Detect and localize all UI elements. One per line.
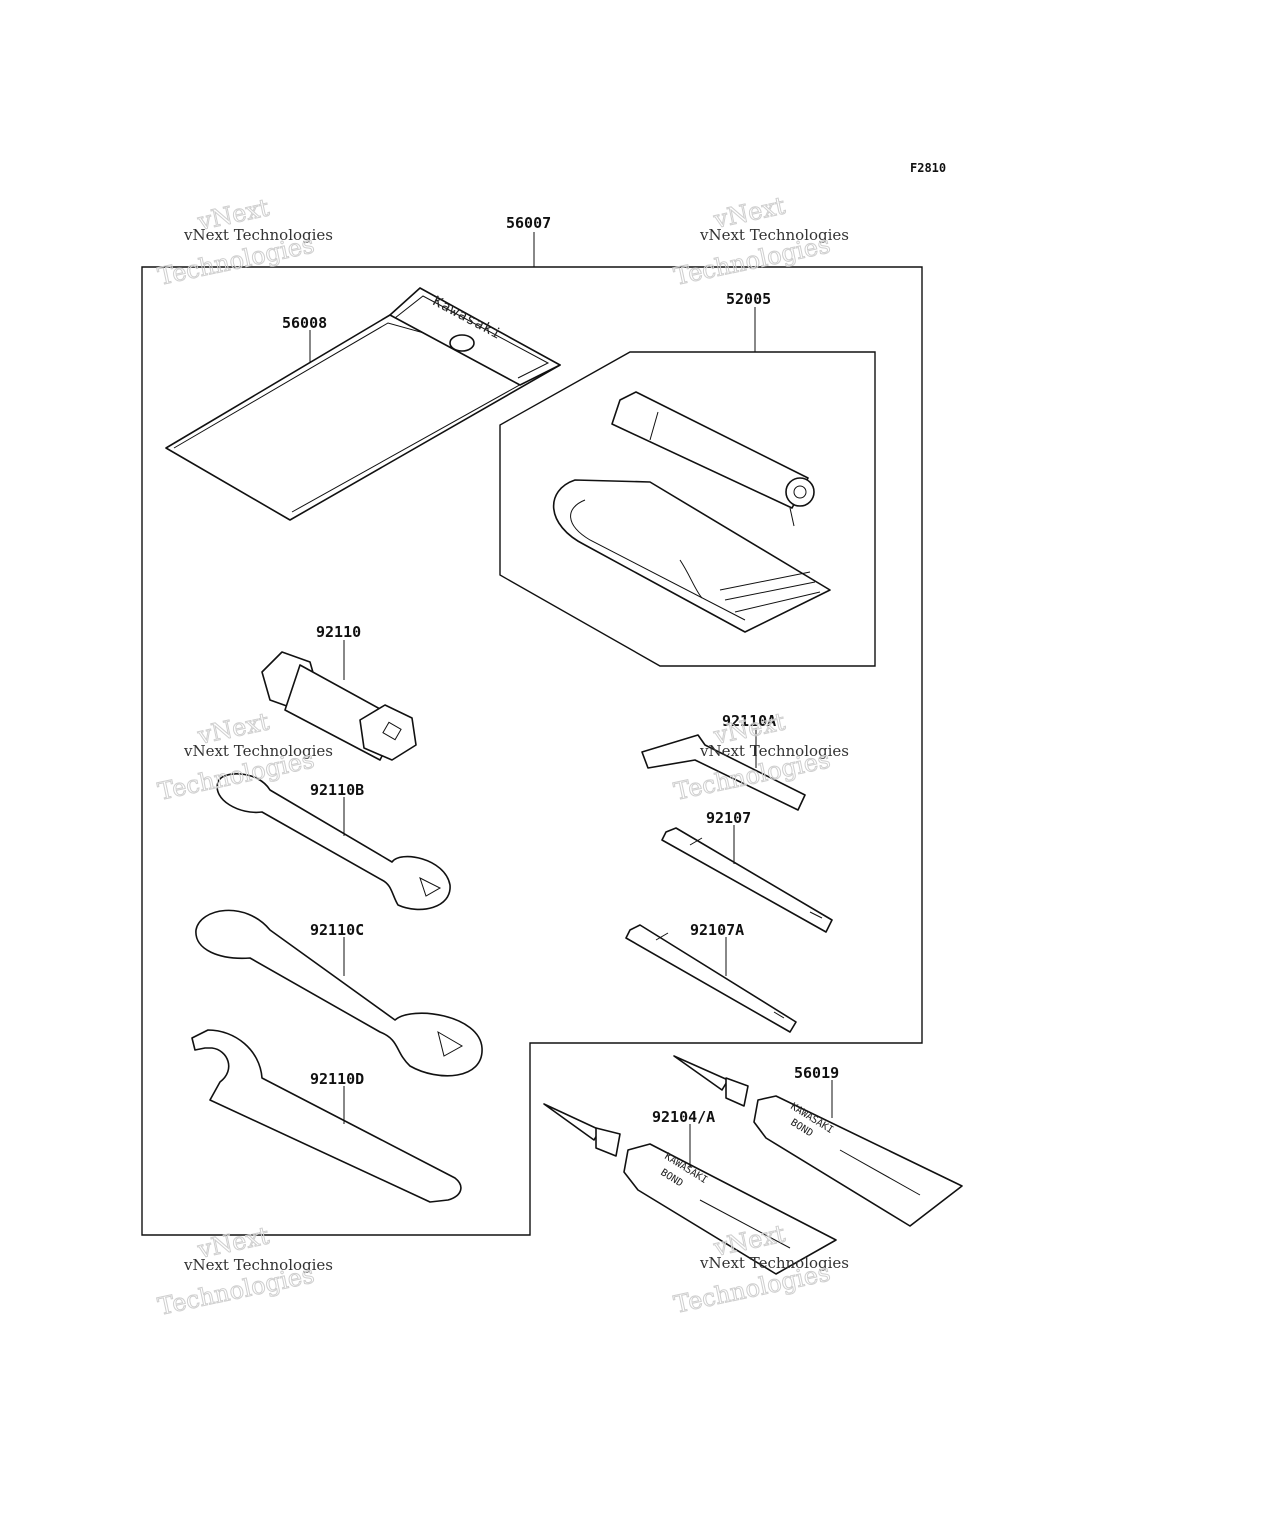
screwdriver-92107A[interactable] (625, 924, 797, 1033)
svg-text:vNext Technologies: vNext Technologies (183, 742, 333, 760)
subkit-outline-52005 (499, 351, 876, 667)
svg-text:vNext Technologies: vNext Technologies (183, 1256, 333, 1274)
label-92110C[interactable]: 92110C (310, 921, 364, 939)
label-92107[interactable]: 92107 (706, 809, 751, 827)
label-92110B[interactable]: 92110B (310, 781, 364, 799)
svg-text:vNext Technologies: vNext Technologies (699, 742, 849, 760)
bond-tube-92104A[interactable]: KAWASAKI BOND (543, 1103, 837, 1275)
open-end-wrench-92110B[interactable] (216, 773, 451, 911)
spark-plug-wrench[interactable] (261, 651, 417, 761)
svg-text:vNext Technologies: vNext Technologies (699, 226, 849, 244)
pouch-snap (449, 334, 475, 352)
label-92110A[interactable]: 92110A (722, 712, 776, 730)
tool-pouch[interactable]: Kawasaki (165, 287, 561, 521)
label-92107A[interactable]: 92107A (690, 921, 744, 939)
hex-key[interactable] (641, 734, 806, 811)
label-56019[interactable]: 56019 (794, 1064, 839, 1082)
svg-text:vNext Technologies: vNext Technologies (699, 1254, 849, 1272)
tool-bag[interactable] (552, 479, 831, 633)
label-92110[interactable]: 92110 (316, 623, 361, 641)
kit-outline (141, 266, 923, 1236)
watermark-top-right: vNext vNext Technologies Technologies (671, 191, 849, 291)
watermark-top-left: vNext vNext Technologies Technologies (155, 193, 333, 291)
label-92110D[interactable]: 92110D (310, 1070, 364, 1088)
screwdriver-92107[interactable] (661, 827, 833, 933)
figure-id: F2810 (910, 161, 946, 175)
label-92104A[interactable]: 92104/A (652, 1108, 715, 1126)
hook-spanner-92110D[interactable] (191, 1029, 462, 1203)
watermark-bottom-left: vNext vNext Technologies Technologies (155, 1221, 333, 1321)
svg-text:vNext Technologies: vNext Technologies (183, 226, 333, 244)
tire-pump-tube[interactable] (611, 391, 815, 527)
label-52005[interactable]: 52005 (726, 290, 771, 308)
label-56007[interactable]: 56007 (506, 214, 551, 232)
label-56008[interactable]: 56008 (282, 314, 327, 332)
open-end-wrench-92110C[interactable] (195, 909, 483, 1077)
